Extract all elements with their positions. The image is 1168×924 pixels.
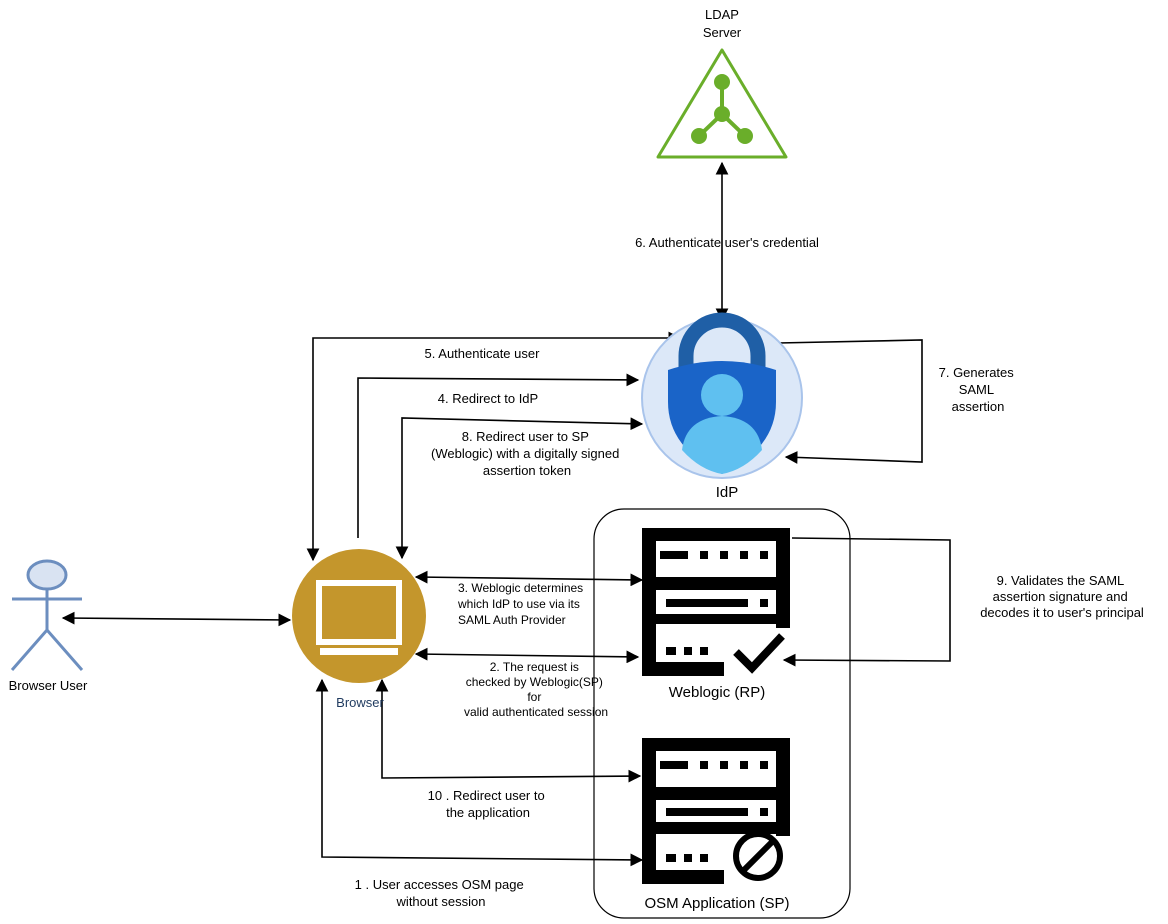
browser-user-node[interactable]: Browser User	[9, 559, 88, 693]
ldap-server-node[interactable]: LDAP Server	[656, 7, 788, 159]
edge-redirect-to-idp	[357, 373, 640, 538]
weblogic-node[interactable]: Weblogic (RP)	[642, 528, 790, 701]
edge-validate-assertion	[782, 537, 951, 667]
edge-redirect-to-app	[375, 678, 642, 783]
edge-label-step3: 3. Weblogic determines which IdP to use …	[457, 581, 587, 627]
weblogic-label: Weblogic (RP)	[669, 684, 765, 701]
edge-label-step4: 4. Redirect to IdP	[438, 391, 538, 406]
ldap-label-line2: Server	[703, 25, 742, 40]
idp-label: IdP	[716, 484, 739, 501]
server-blocked-icon	[642, 738, 790, 884]
edge-session-check	[414, 647, 640, 664]
edge-label-step9: 9. Validates the SAML assertion signatur…	[980, 573, 1144, 620]
edge-label-step7: 7. Generates SAML assertion	[939, 365, 1018, 414]
monitor-icon	[292, 549, 426, 683]
browser-label: Browser	[336, 695, 384, 710]
edge-label-step10: 10 . Redirect user to the application	[428, 788, 549, 820]
edge-label-step2: 2. The request is checked by Weblogic(SP…	[464, 660, 608, 719]
idp-node[interactable]: IdP	[641, 312, 803, 501]
edge-user-browser	[61, 611, 292, 627]
ldap-server-icon	[656, 48, 788, 159]
edge-authenticate-user	[306, 331, 682, 562]
sp-container	[593, 508, 851, 919]
edge-label-step1: 1 . User accesses OSM page without sessi…	[355, 877, 528, 909]
user-actor-icon	[10, 559, 84, 671]
browser-user-label: Browser User	[9, 678, 88, 693]
edge-redirect-to-sp	[395, 417, 644, 560]
osm-node[interactable]: OSM Application (SP)	[642, 738, 790, 912]
ldap-label-line1: LDAP	[705, 7, 739, 22]
authenticator-lock-icon	[641, 312, 803, 479]
edge-label-step6: 6. Authenticate user's credential	[635, 235, 819, 250]
edge-access-osm	[315, 678, 644, 867]
edge-label-step8: 8. Redirect user to SP (Weblogic) with a…	[431, 429, 623, 478]
server-check-icon	[642, 528, 790, 676]
osm-label: OSM Application (SP)	[644, 895, 789, 912]
edge-weblogic-idp-select	[414, 570, 644, 587]
edge-labels: 6. Authenticate user's credential 5. Aut…	[355, 235, 1144, 909]
edge-generate-assertion	[777, 339, 923, 464]
browser-node[interactable]: Browser	[292, 549, 426, 710]
edge-label-step5: 5. Authenticate user	[425, 346, 541, 361]
edges	[61, 161, 951, 867]
